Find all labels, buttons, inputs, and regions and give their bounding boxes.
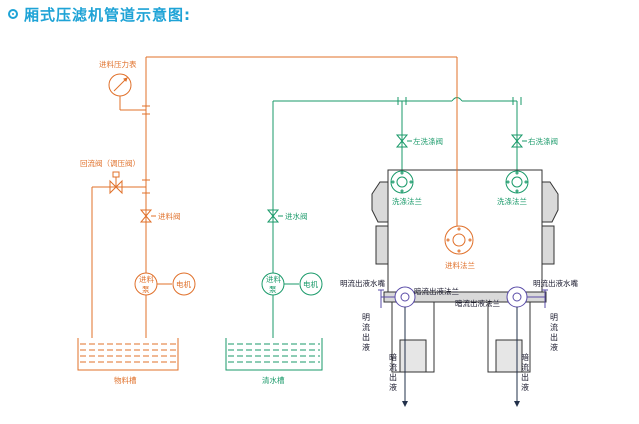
right-wash-valve-icon [510,134,527,148]
material-tank-icon [77,338,179,371]
open-nozzle-right-label: 明流出液水嘴 [533,278,578,288]
open-outflow-right-char-2: 流 [550,322,558,332]
right-wash-valve-label: 右洗涤阀 [528,136,558,146]
dark-outflow-right-char-1: 暗 [521,352,529,362]
feed-valve-label: 进料阀 [158,211,181,221]
open-outflow-left-char-1: 明 [362,313,370,322]
open-outflow-right-char-1: 明 [550,313,558,322]
left-wash-valve-label: 左洗涤阀 [413,136,443,146]
motor-right-label: 电机 [303,279,318,289]
wash-flange-left-icon [390,170,414,194]
feed-valve-icon [139,209,156,223]
water-valve-icon [266,209,283,223]
motor-right-icon [299,272,323,296]
title-text: 厢式压滤机管道示意图: [24,5,191,24]
motor-left-label: 电机 [176,279,191,289]
dark-outflow-right-char-4: 液 [521,382,529,392]
dark-flange-left-icon [394,286,416,308]
return-valve-icon [109,171,123,195]
dark-outflow-left-char-3: 出 [389,372,397,382]
filter-press-frame [371,169,559,373]
dark-flange-right-icon [506,286,528,308]
open-nozzle-left-label: 明流出液水嘴 [340,278,385,288]
feed-flange-label: 进料法兰 [445,260,475,270]
open-outflow-right-char-4: 液 [550,342,558,352]
feed-pressure-gauge-icon [108,73,132,97]
water-tank-label: 清水槽 [262,375,285,385]
water-pump-label-2: 泵 [269,285,277,294]
feed-flange-icon [444,225,474,255]
dark-outflow-right-char-3: 出 [521,372,529,382]
water-valve-label: 进水阀 [285,211,308,221]
open-outflow-right-char-3: 出 [550,332,558,342]
wash-flange-right-label: 洗涤法兰 [497,196,527,206]
feed-gauge-label: 进料压力表 [99,59,137,69]
diagram-title: 厢式压滤机管道示意图: [8,3,191,25]
open-nozzle-right-icon [527,289,548,308]
title-bullet-icon [8,9,18,19]
water-tank-icon [225,338,323,371]
water-pump-label-1: 进料 [266,274,281,284]
open-nozzle-left-icon [378,289,395,308]
open-outflow-right-vlabel: 明 流 出 液 [550,313,558,352]
open-outflow-left-char-2: 流 [362,322,370,332]
feed-pump-label-1: 进料 [139,274,154,284]
motor-left-icon [172,272,196,296]
water-system [272,97,522,338]
dark-outflow-right-char-2: 流 [521,362,529,372]
dark-outflow-left-vlabel: 暗 流 出 液 [389,352,397,392]
dark-flange-right-label: 暗流出液法兰 [455,298,500,308]
open-outflow-left-vlabel: 明 流 出 液 [362,313,370,352]
dark-flange-left-label: 暗流出液法兰 [414,286,459,296]
left-wash-valve-icon [395,134,412,148]
open-outflow-left-char-3: 出 [362,332,370,342]
dark-outflow-right-vlabel: 暗 流 出 液 [521,352,529,392]
dark-outflow-left-char-1: 暗 [389,352,397,362]
wash-flange-left-label: 洗涤法兰 [392,196,422,206]
wash-flange-right-icon [505,170,529,194]
dark-outflow-left-char-4: 液 [389,382,397,392]
open-outflow-left-char-4: 液 [362,342,370,352]
dark-outflow-left-char-2: 流 [389,362,397,372]
material-tank-label: 物料槽 [114,375,137,385]
feed-pump-label-2: 泵 [142,285,150,294]
return-valve-label: 回流阀（调压阀） [80,158,140,168]
